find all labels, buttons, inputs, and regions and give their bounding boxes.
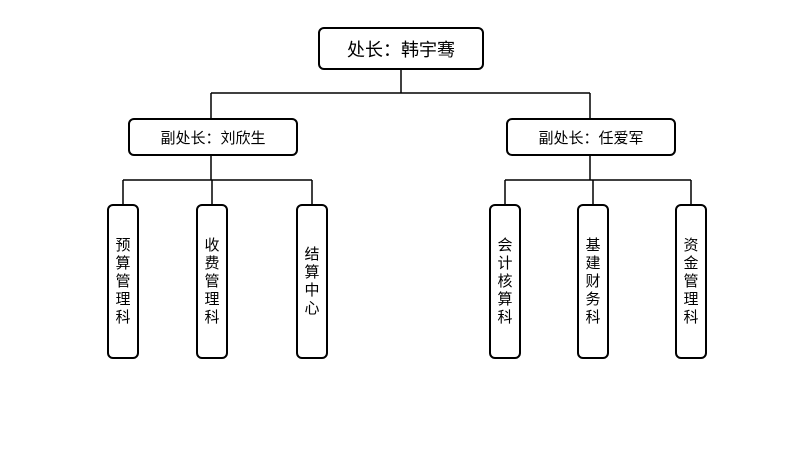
director-box: 处长：韩宇骞 — [318, 27, 484, 70]
director-label: 处长：韩宇骞 — [347, 39, 455, 61]
deputy-director-right-box: 副处长：任爱军 — [506, 118, 676, 156]
dept-fee-management-label: 收费管理科 — [202, 236, 221, 327]
dept-fee-management-box: 收费管理科 — [196, 204, 228, 359]
deputy-director-right-label: 副处长：任爱军 — [538, 128, 644, 147]
dept-accounting-label: 会计核算科 — [495, 236, 514, 327]
dept-fund-management-box: 资金管理科 — [675, 204, 707, 359]
dept-budget-management-label: 预算管理科 — [113, 236, 132, 327]
dept-settlement-center-box: 结算中心 — [296, 204, 328, 359]
deputy-director-left-label: 副处长：刘欣生 — [160, 128, 266, 147]
deputy-director-left-box: 副处长：刘欣生 — [128, 118, 298, 156]
dept-settlement-center-label: 结算中心 — [302, 245, 321, 318]
dept-accounting-box: 会计核算科 — [489, 204, 521, 359]
dept-infrastructure-finance-label: 基建财务科 — [583, 236, 602, 327]
dept-budget-management-box: 预算管理科 — [107, 204, 139, 359]
dept-fund-management-label: 资金管理科 — [681, 236, 700, 327]
dept-infrastructure-finance-box: 基建财务科 — [577, 204, 609, 359]
